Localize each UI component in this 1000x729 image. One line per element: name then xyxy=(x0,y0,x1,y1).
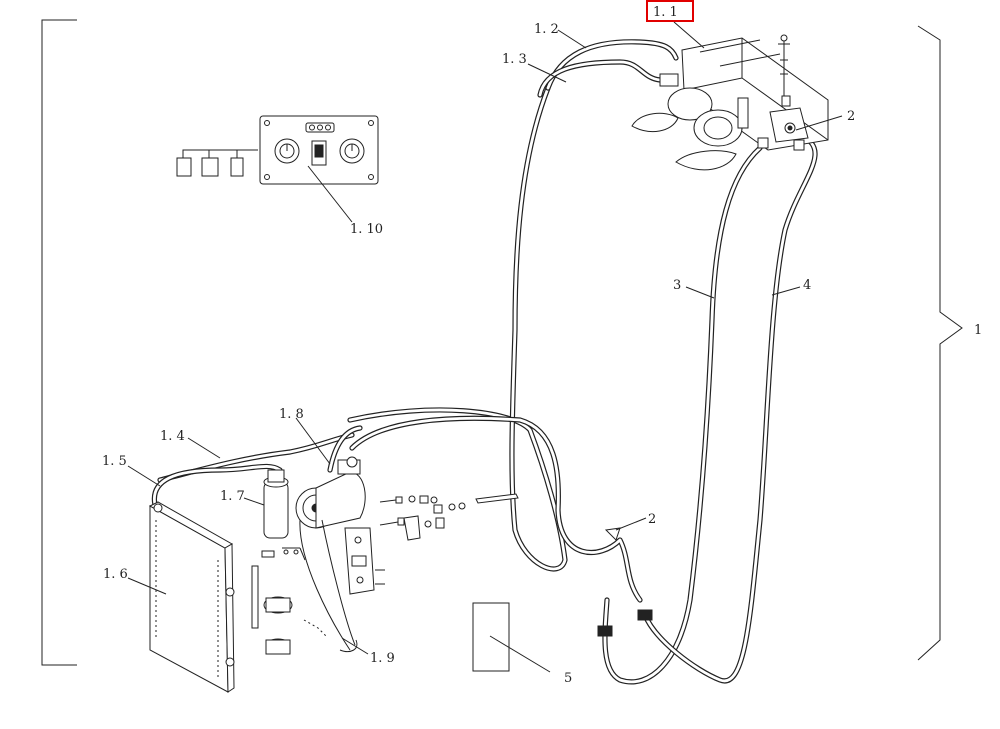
hose-3 xyxy=(347,85,568,572)
label-1-4: 1. 4 xyxy=(160,429,185,444)
hose-clamp xyxy=(637,609,653,621)
control-panel xyxy=(176,115,379,185)
hose-1-5 xyxy=(151,463,283,508)
label-1: 1 xyxy=(974,323,982,338)
right-brace xyxy=(917,25,963,661)
label-1-1: 1. 1 xyxy=(653,5,678,20)
mounting-bracket xyxy=(251,519,385,655)
label-5: 5 xyxy=(564,671,572,686)
label-4: 4 xyxy=(803,278,811,293)
receiver-drier xyxy=(263,469,289,539)
label-1-3: 1. 3 xyxy=(502,52,527,67)
label-1-5: 1. 5 xyxy=(102,454,127,469)
left-bracket xyxy=(41,19,77,666)
label-3: 3 xyxy=(673,278,681,293)
hose-clamp xyxy=(597,625,613,637)
label-1-7: 1. 7 xyxy=(220,489,245,504)
highlight-box xyxy=(646,0,694,22)
compressor xyxy=(295,456,366,529)
label-2-bottom: 2 xyxy=(648,512,656,527)
label-1-9: 1. 9 xyxy=(370,651,395,666)
label-2-top: 2 xyxy=(847,109,855,124)
hose-lower-loop xyxy=(349,415,643,603)
hose-compressor xyxy=(327,425,363,473)
evaporator-unit xyxy=(631,34,829,171)
label-1-6: 1. 6 xyxy=(103,567,128,582)
hose-1-2 xyxy=(545,39,679,91)
label-1-8: 1. 8 xyxy=(279,407,304,422)
leader-lines xyxy=(127,21,843,673)
hose-4 xyxy=(642,132,818,684)
condenser xyxy=(148,501,235,693)
label-1-2: 1. 2 xyxy=(534,22,559,37)
hose-return-right xyxy=(602,145,763,685)
label-1-10: 1. 10 xyxy=(350,222,383,237)
fasteners xyxy=(379,493,519,541)
hose-1-3 xyxy=(537,59,663,98)
hose-clip-2 xyxy=(604,527,621,541)
